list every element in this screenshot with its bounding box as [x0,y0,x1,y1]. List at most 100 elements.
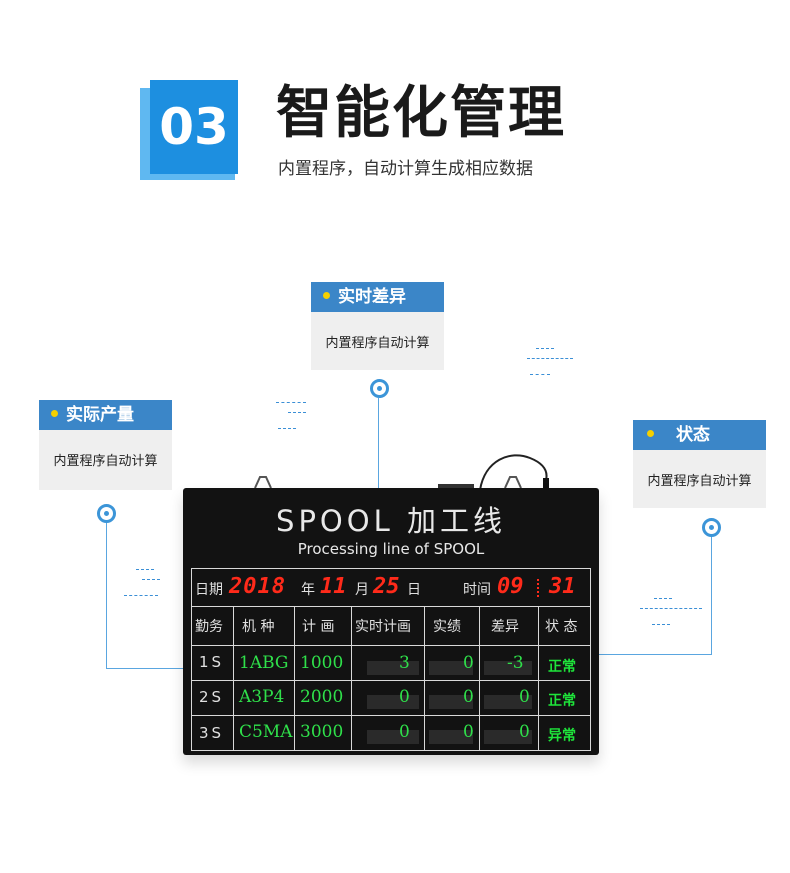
day-unit: 日 [407,582,421,598]
actual-cell: 0 [463,722,474,742]
plan-cell: 2000 [300,687,344,707]
date-label: 日期 [195,582,223,598]
row-divider [191,645,591,646]
actual-cell: 0 [463,687,474,707]
realtime-plan-cell: 3 [399,653,410,673]
actual-cell: 0 [463,653,474,673]
column-divider [351,606,352,750]
table-left-border [191,568,192,750]
decor-dash [527,358,573,359]
board-mount [438,484,474,490]
callout-title: 实际产量 [66,405,134,425]
shift-cell: 2S [199,688,225,706]
clip-icon [504,476,522,489]
decor-dash [652,624,670,625]
diff-cell: 0 [519,687,530,707]
header-divider [191,606,591,607]
hour-value: 09 [497,574,524,599]
cell-bg [367,661,419,675]
column-header: 状 态 [545,619,578,635]
callout-desc: 内置程序自动计算 [325,336,430,351]
month-unit: 月 [355,582,369,598]
connector-line [106,668,186,669]
connector-line [378,398,379,490]
plan-cell: 1000 [300,653,344,673]
year-value: 2018 [229,574,286,599]
table-right-border [590,568,591,750]
status-cell: 正常 [548,659,576,675]
table-bottom-border [191,750,591,751]
plan-cell: 3000 [300,722,344,742]
cell-bg [429,695,473,709]
callout-header: 实时差异 [311,282,444,312]
target-ring-icon [97,504,116,523]
decor-dash [536,348,554,349]
diff-cell: -3 [507,653,524,673]
decor-dash [124,595,158,596]
column-header: 机 种 [242,619,275,635]
shift-cell: 3S [199,724,225,742]
model-cell: A3P4 [239,687,285,707]
cell-bg [484,695,532,709]
column-header: 勤务 [195,619,223,635]
decor-dash [288,412,306,413]
callout-desc: 内置程序自动计算 [647,474,752,489]
column-divider [424,606,425,750]
decor-dash [530,374,550,375]
shift-cell: 1S [199,653,225,671]
target-ring-icon [702,518,721,537]
callout-title: 状态 [676,425,710,445]
board-subtitle: Processing line of SPOOL [297,540,485,558]
row-divider [191,715,591,716]
connector-line [106,523,107,669]
minute-value: 31 [549,574,576,599]
callout-header: 实际产量 [39,400,172,430]
table-top-border [191,568,591,569]
connector-line [711,537,712,655]
column-header: 实绩 [433,619,461,635]
realtime-plan-cell: 0 [399,687,410,707]
callout-realtime-diff: 实时差异 内置程序自动计算 [311,282,444,370]
cable-icon [479,454,549,492]
cell-bg [484,730,532,744]
decor-dash [640,608,702,609]
diff-cell: 0 [519,722,530,742]
column-divider [294,606,295,750]
cell-bg [367,695,419,709]
column-divider [538,606,539,750]
decor-dash [136,569,154,570]
time-colon [537,579,543,597]
cell-bg [484,661,532,675]
board-title: SPOOL 加工线 [276,504,506,538]
status-cell: 正常 [548,693,576,709]
cell-bg [367,730,419,744]
cell-bg [429,730,473,744]
clip-icon [254,476,272,489]
model-cell: 1ABG [239,653,289,673]
column-divider [479,606,480,750]
column-header: 计 画 [302,619,335,635]
target-ring-icon [370,379,389,398]
row-divider [191,680,591,681]
column-header: 实时计画 [355,619,411,635]
status-cell: 异常 [548,728,576,744]
decor-dash [142,579,160,580]
month-value: 11 [320,574,347,599]
year-unit: 年 [301,582,315,598]
decor-dash [654,598,672,599]
column-header: 差异 [491,619,519,635]
led-display-board: SPOOL 加工线 Processing line of SPOOL 日期 20… [183,488,599,755]
connector-line [596,654,712,655]
callout-desc: 内置程序自动计算 [53,454,158,469]
cell-bg [429,661,473,675]
time-label: 时间 [463,582,491,598]
decor-dash [278,428,296,429]
section-number: 03 [150,80,238,174]
callout-status: 状态 内置程序自动计算 [633,420,766,508]
realtime-plan-cell: 0 [399,722,410,742]
callout-header: 状态 [633,420,766,450]
model-cell: C5MA [239,722,293,742]
bullet-dot-icon [51,409,58,417]
page-subtitle: 内置程序，自动计算生成相应数据 [278,159,533,179]
decor-dash [276,402,306,403]
